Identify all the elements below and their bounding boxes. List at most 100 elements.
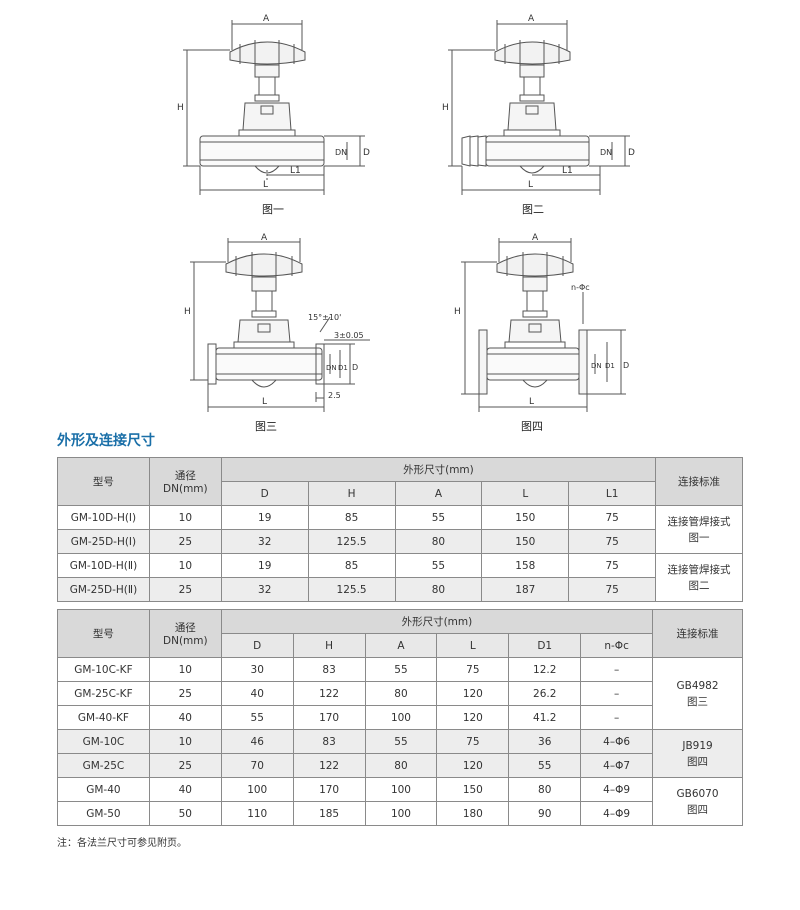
table1-subheader: D: [220, 481, 309, 506]
fig1-label-l1: L1: [290, 166, 301, 176]
fig3-label-d: D: [352, 363, 358, 372]
cell-dn: 10: [148, 729, 222, 754]
fig4-label-d: D: [623, 361, 629, 370]
table-row: GM-25C-KF 25 40 122 80 120 26.2 –: [57, 681, 743, 706]
cell-l: 150: [481, 529, 570, 554]
cell-d: 30: [220, 657, 294, 682]
table-row: GM-10D-H(I) 10 19 85 55 150 75 连接管焊接式图一: [57, 505, 743, 554]
fig1-label-a: A: [263, 14, 270, 24]
cell-h: 170: [292, 777, 366, 802]
table-row: GM-25C 25 70 122 80 120 55 4–Φ7: [57, 753, 743, 778]
cell-a: 100: [364, 705, 438, 730]
fig4-label-a: A: [532, 233, 539, 243]
cell-dn: 25: [148, 753, 222, 778]
cell-a: 100: [364, 801, 438, 826]
cell-d1: 26.2: [508, 681, 582, 706]
fig4-label-nc: n-Φc: [571, 283, 590, 292]
fig1-label-l: L: [263, 180, 268, 190]
fig3-label-d1: D1: [338, 364, 348, 372]
table2-subheader: H: [292, 633, 366, 658]
cell-d: 70: [220, 753, 294, 778]
cell-d1: 36: [508, 729, 582, 754]
cell-model: GM-40: [57, 777, 150, 802]
cell-d: 100: [220, 777, 294, 802]
cell-dn: 40: [148, 777, 222, 802]
cell-h: 83: [292, 657, 366, 682]
cell-nc: –: [580, 681, 654, 706]
cell-l1: 75: [568, 577, 657, 602]
cell-nc: –: [580, 657, 654, 682]
cell-nc: 4–Φ7: [580, 753, 654, 778]
cell-a: 80: [364, 681, 438, 706]
table1-header-model: 型号: [57, 457, 150, 506]
figure-1-drawing: A H DN D L1 L: [177, 14, 370, 195]
table1-header-std: 连接标准: [655, 457, 743, 506]
figure-4-caption: 图四: [521, 420, 543, 433]
figure-1-caption: 图一: [262, 203, 284, 216]
fig4-label-d1: D1: [605, 362, 615, 370]
fig3-label-t: 2.5: [328, 391, 341, 400]
fig3-label-a: A: [261, 233, 268, 243]
cell-l: 150: [481, 505, 570, 530]
figure-3-caption: 图三: [255, 420, 277, 433]
cell-h: 185: [292, 801, 366, 826]
cell-h: 85: [307, 505, 396, 530]
table1-subheader: H: [307, 481, 396, 506]
cell-h: 122: [292, 753, 366, 778]
fig2-label-d: D: [628, 148, 635, 158]
table2-header-model: 型号: [57, 609, 150, 658]
cell-model: GM-10C-KF: [57, 657, 150, 682]
fig3-label-h: H: [184, 307, 191, 317]
cell-l: 120: [436, 705, 510, 730]
cell-model: GM-25D-H(I): [57, 529, 150, 554]
fig2-label-a: A: [528, 14, 535, 24]
cell-d1: 80: [508, 777, 582, 802]
cell-l: 150: [436, 777, 510, 802]
fig2-label-l: L: [528, 180, 533, 190]
table2-subheader: A: [364, 633, 438, 658]
fig2-label-h: H: [442, 103, 449, 113]
table2-subheader: D1: [508, 633, 582, 658]
fig1-label-h: H: [177, 103, 184, 113]
fig1-label-dn: DN: [335, 148, 347, 157]
cell-dn: 25: [148, 529, 222, 554]
cell-h: 83: [292, 729, 366, 754]
cell-std: 连接管焊接式图一: [655, 505, 743, 554]
cell-model: GM-10D-H(I): [57, 505, 150, 530]
cell-h: 125.5: [307, 577, 396, 602]
cell-a: 55: [394, 505, 483, 530]
fig1-label-d: D: [363, 148, 370, 158]
fig3-label-dn: DN: [326, 364, 337, 372]
cell-nc: 4–Φ9: [580, 801, 654, 826]
figure-4-drawing: A H n-Φc DN D1 D L: [454, 233, 629, 412]
table1-subheader: L: [481, 481, 570, 506]
cell-d: 32: [220, 529, 309, 554]
cell-l: 75: [436, 657, 510, 682]
cell-std: 连接管焊接式图二: [655, 553, 743, 602]
cell-d: 46: [220, 729, 294, 754]
table1-header-dims: 外形尺寸(mm): [220, 457, 657, 482]
table-row: GM-40-KF 40 55 170 100 120 41.2 –: [57, 705, 743, 730]
cell-model: GM-25C: [57, 753, 150, 778]
cell-dn: 50: [148, 801, 222, 826]
fig3-label-gap: 3±0.05: [334, 331, 364, 340]
cell-nc: 4–Φ6: [580, 729, 654, 754]
cell-l: 120: [436, 681, 510, 706]
cell-l: 187: [481, 577, 570, 602]
cell-dn: 40: [148, 705, 222, 730]
table1-subheader: A: [394, 481, 483, 506]
cell-h: 170: [292, 705, 366, 730]
table2-header-std: 连接标准: [652, 609, 743, 658]
table2-subheader: L: [436, 633, 510, 658]
figure-2-caption: 图二: [522, 203, 544, 216]
cell-d: 19: [220, 505, 309, 530]
